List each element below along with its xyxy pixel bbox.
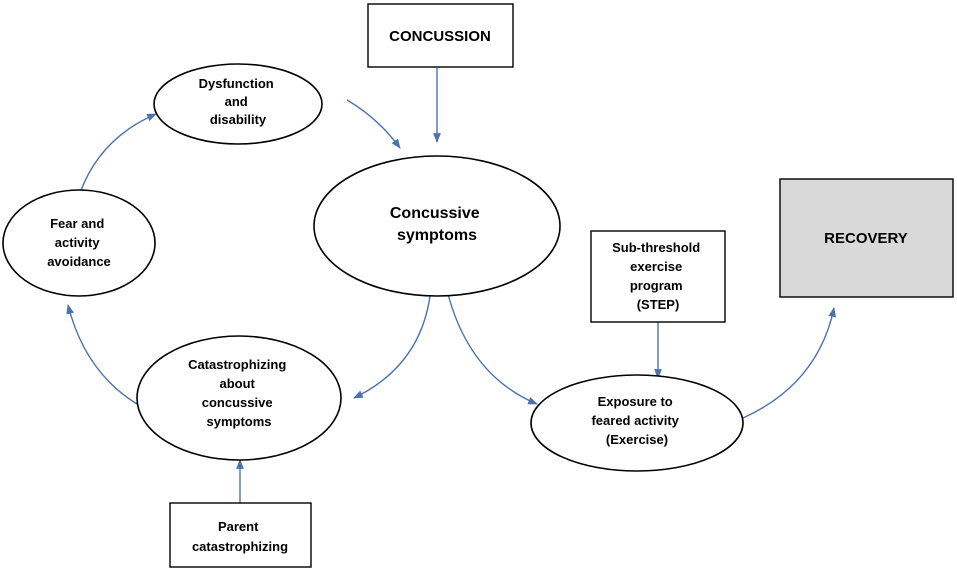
- concussion-label: CONCUSSION: [389, 28, 491, 45]
- exposure-label-line-1: Exposure to: [598, 394, 673, 409]
- svg-text:Fear and activity: Fear and activity avoidance: [47, 216, 111, 269]
- svg-text:CONCUSSION: CONCUSSION: [389, 28, 491, 45]
- parent-label-line-2: catastrophizing: [192, 539, 288, 554]
- fear-label-line-3: avoidance: [47, 254, 111, 269]
- recovery-node: RECOVERY: [779, 178, 954, 298]
- arrow-symptoms-to-catastrophizing: [353, 295, 431, 399]
- catastrophizing-label-line-3: concussive: [202, 395, 273, 410]
- svg-text:Parent catastrophizing: Parent catastrophizing: [192, 519, 288, 554]
- catastrophizing-label-line-4: symptoms: [206, 414, 271, 429]
- dysfunction-node: Dysfunction and disability: [153, 63, 323, 145]
- exposure-label-line-2: feared activity: [591, 413, 679, 428]
- svg-text:Dysfunction and: Dysfunction and disability: [199, 76, 278, 127]
- concussive-symptoms-label-line-2: symptoms: [397, 227, 477, 244]
- exposure-label-line-3: (Exercise): [606, 432, 668, 447]
- connectors: [66, 68, 837, 503]
- step-program-node: Sub-threshold exercise program (STEP): [590, 230, 726, 323]
- svg-text:Catastrophizing about: Catastrophizing about concussive symptom…: [188, 357, 290, 429]
- dysfunction-label-line-3: disability: [210, 112, 267, 127]
- arrow-exposure-to-recovery: [742, 307, 837, 419]
- recovery-label: RECOVERY: [824, 230, 908, 247]
- arrow-fear-to-dysfunction: [79, 113, 157, 194]
- catastrophizing-label-line-1: Catastrophizing: [188, 357, 286, 372]
- fear-label-line-1: Fear and: [50, 216, 104, 231]
- concussion-node: CONCUSSION: [367, 3, 514, 68]
- arrow-symptoms-to-exposure: [447, 293, 538, 405]
- concussive-symptoms-label-line-1: Concussive: [390, 205, 480, 222]
- step-label-line-2: exercise: [630, 259, 682, 274]
- svg-text:Exposure to feared act: Exposure to feared activity (Exercise): [591, 394, 682, 447]
- parent-catastrophizing-node: Parent catastrophizing: [169, 502, 312, 568]
- arrow-dysfunction-to-symptoms: [346, 99, 401, 149]
- dysfunction-label-line-1: Dysfunction: [199, 76, 274, 91]
- step-label-line-1: Sub-threshold: [612, 240, 700, 255]
- concussive-symptoms-node: Concussive symptoms: [313, 155, 561, 297]
- parent-label-line-1: Parent: [218, 519, 259, 534]
- svg-text:Sub-threshold exercise: Sub-threshold exercise program (STEP): [612, 240, 704, 312]
- catastrophizing-label-line-2: about: [219, 376, 255, 391]
- catastrophizing-node: Catastrophizing about concussive symptom…: [136, 335, 342, 461]
- svg-text:RECOVERY: RECOVERY: [824, 230, 908, 247]
- exposure-node: Exposure to feared activity (Exercise): [530, 374, 744, 472]
- fear-label-line-2: activity: [55, 235, 101, 250]
- step-label-line-4: (STEP): [637, 297, 680, 312]
- svg-text:Concussive symptoms: Concussive symptoms: [390, 205, 484, 244]
- dysfunction-label-line-2: and: [225, 94, 248, 109]
- step-label-line-3: program: [630, 278, 683, 293]
- arrow-catastrophizing-to-fear: [66, 304, 138, 405]
- fear-avoidance-node: Fear and activity avoidance: [2, 189, 156, 297]
